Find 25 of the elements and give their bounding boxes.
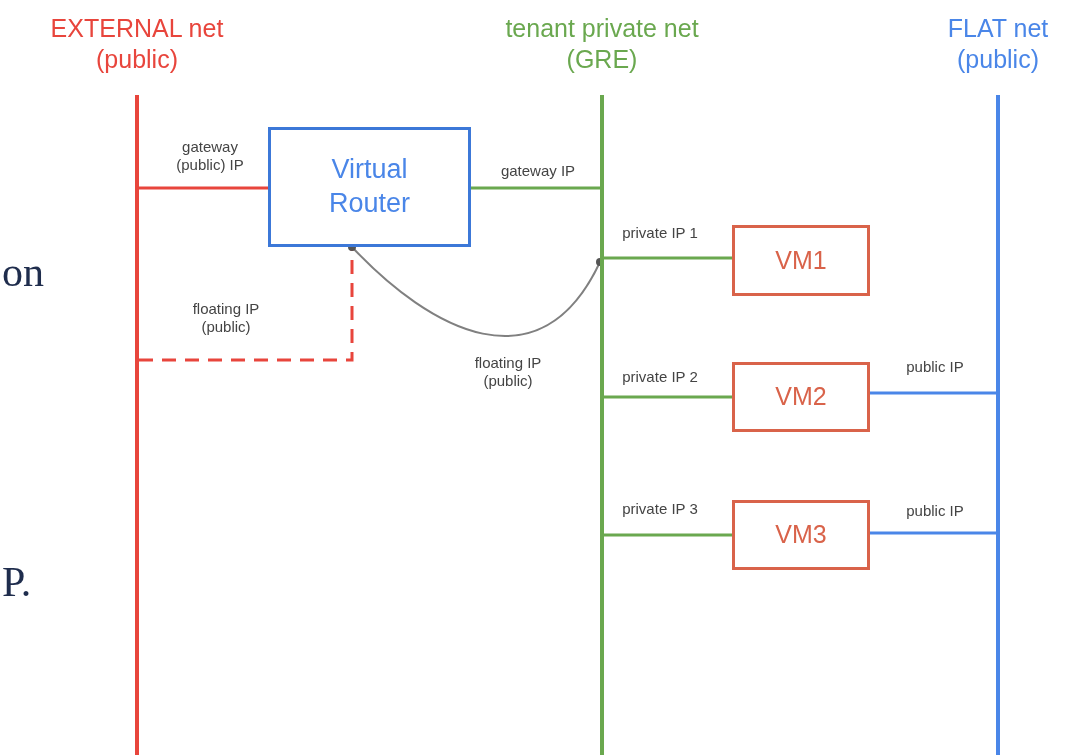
- connector-line: [870, 531, 996, 535]
- edge-label: public IP: [906, 358, 964, 376]
- connector-line: [471, 186, 600, 190]
- router-box: Virtual Router: [268, 127, 471, 247]
- vm-box: VM3: [732, 500, 870, 570]
- network-label: EXTERNAL net (public): [49, 13, 225, 75]
- vm-box: VM2: [732, 362, 870, 432]
- cut-off-text: on: [2, 248, 44, 296]
- edge-label: floating IP (public): [473, 354, 543, 390]
- edge-label: gateway (public) IP: [175, 138, 245, 174]
- vm-box: VM1: [732, 225, 870, 296]
- connector-line: [604, 395, 732, 399]
- connector-line: [870, 391, 996, 395]
- edge-label: public IP: [906, 502, 964, 520]
- edge-label: private IP 3: [622, 500, 698, 518]
- edge-label: gateway IP: [500, 162, 576, 180]
- connector-line: [604, 256, 732, 260]
- network-label: tenant private net (GRE): [504, 13, 700, 75]
- cut-off-text: P.: [2, 558, 32, 606]
- edge-label: private IP 2: [622, 368, 698, 386]
- connector-line: [604, 533, 732, 537]
- network-label: FLAT net (public): [946, 13, 1050, 75]
- edge-label: private IP 1: [622, 224, 698, 242]
- edge-label: floating IP (public): [191, 300, 261, 336]
- connector-line: [139, 186, 268, 190]
